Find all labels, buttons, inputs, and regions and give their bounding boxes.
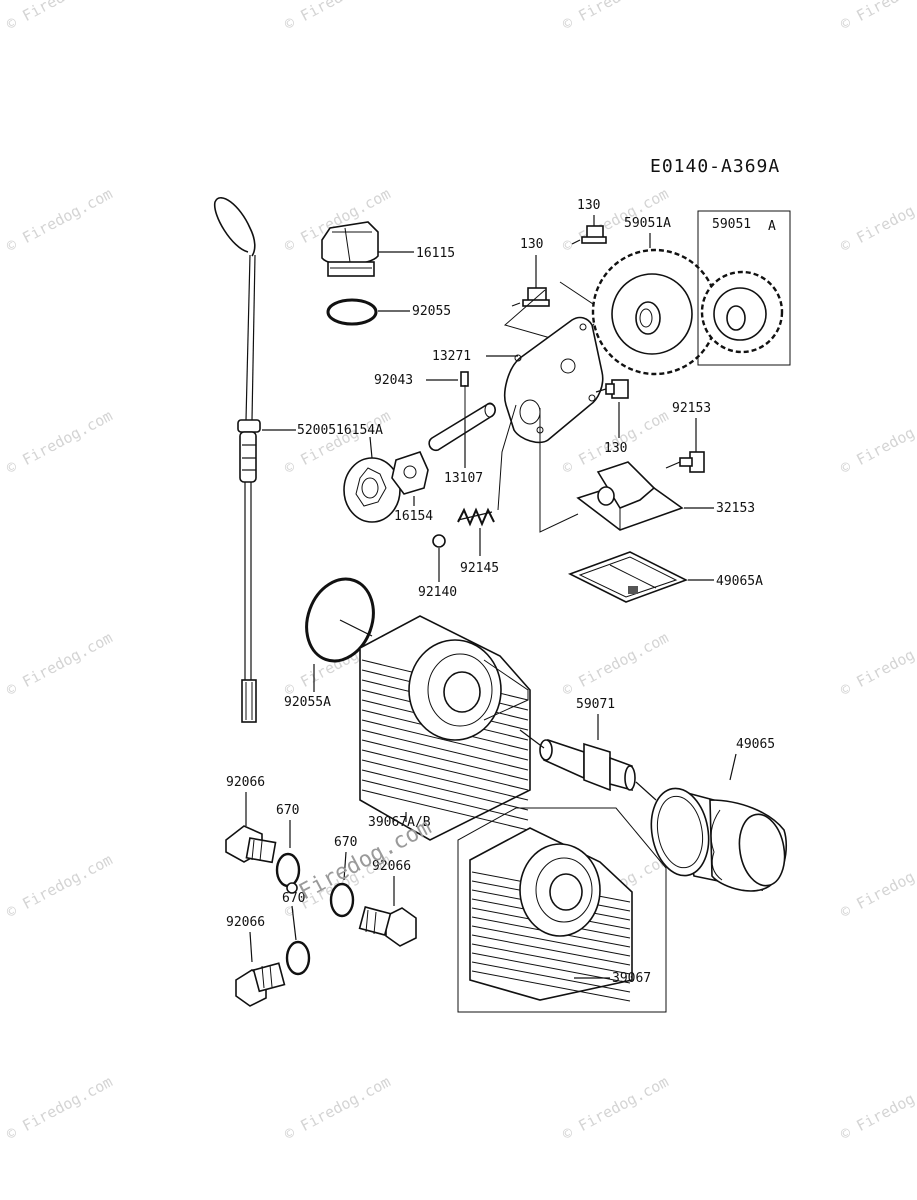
watermark-4-0: © Firedog.com <box>3 851 115 922</box>
pin-92043[interactable] <box>460 371 469 387</box>
fins-ab-fin-10 <box>361 759 529 801</box>
fins-ab-fin-13 <box>361 789 529 831</box>
label-92055: 92055 <box>412 304 451 319</box>
watermark-3-2: © Firedog.com <box>559 629 671 700</box>
cooler-39067-box <box>457 807 667 1013</box>
watermark-4-3: © Firedog.com <box>837 851 917 922</box>
watermark-0-3: © Firedog.com <box>837 0 917 34</box>
fins-ab-fin-12 <box>361 779 529 821</box>
fins-ab-fin-7 <box>361 729 529 771</box>
fins-ab-fin-11 <box>361 769 529 811</box>
label-32153: 32153 <box>716 501 755 516</box>
label-39067: 39067 <box>612 971 651 986</box>
watermark-2-3: © Firedog.com <box>837 407 917 478</box>
gear-59051[interactable] <box>700 270 784 354</box>
watermark-3-3: © Firedog.com <box>837 629 917 700</box>
label-670-a: 670 <box>276 803 299 818</box>
label-variant-a: A <box>768 219 776 234</box>
label-13107: 13107 <box>444 471 483 486</box>
fins-39067-fin-8 <box>471 943 631 975</box>
label-92145: 92145 <box>460 561 499 576</box>
watermark-5-3: © Firedog.com <box>837 1073 917 1144</box>
bolt-130-left[interactable] <box>511 287 550 307</box>
fins-39067-fin-7 <box>471 934 631 966</box>
label-92153: 92153 <box>672 401 711 416</box>
dipstick-52005[interactable] <box>214 196 261 723</box>
label-92043: 92043 <box>374 373 413 388</box>
watermark-3-0: © Firedog.com <box>3 629 115 700</box>
watermark-2-0: © Firedog.com <box>3 407 115 478</box>
label-130-left: 130 <box>520 237 543 252</box>
bolt-130-top[interactable] <box>571 225 607 245</box>
oil-cooler-39067AB[interactable] <box>359 615 531 841</box>
label-52005: 52005 <box>297 423 336 438</box>
alt-gear-box <box>697 210 791 366</box>
label-670-c: 670 <box>282 891 305 906</box>
bolt-92153[interactable] <box>665 451 705 473</box>
fins-ab-fin-6 <box>361 719 529 761</box>
pump-cover-13271[interactable] <box>504 316 604 444</box>
label-39067AB: 39067A/B <box>368 815 431 830</box>
label-59051: 59051 <box>712 217 751 232</box>
fins-39067-fin-6 <box>471 925 631 957</box>
ball-92140[interactable] <box>432 534 446 548</box>
label-92140: 92140 <box>418 585 457 600</box>
label-49065A: 49065A <box>716 574 763 589</box>
watermark-0-2: © Firedog.com <box>559 0 671 34</box>
gasket-49065A[interactable] <box>567 551 689 603</box>
watermark-overlay: Firedog.com <box>295 815 435 905</box>
watermark-5-2: © Firedog.com <box>559 1073 671 1144</box>
label-16154: 16154 <box>394 509 433 524</box>
fitting-59071[interactable] <box>539 738 636 792</box>
shaft-13107[interactable] <box>428 385 497 452</box>
fins-ab-fin-9 <box>361 749 529 791</box>
label-92066-mid: 92066 <box>372 859 411 874</box>
label-59051A: 59051A <box>624 216 671 231</box>
fins-ab-fin-8 <box>361 739 529 781</box>
label-670-b: 670 <box>334 835 357 850</box>
label-16154A: 16154A <box>336 423 383 438</box>
o-ring-670-b[interactable] <box>329 882 355 918</box>
label-13271: 13271 <box>432 349 471 364</box>
fins-39067-fin-10 <box>471 961 631 993</box>
drain-plug-92066-bottom[interactable] <box>235 962 286 1007</box>
oil-filler-cap-16115[interactable] <box>321 221 379 277</box>
label-130-lower: 130 <box>604 441 627 456</box>
label-49065: 49065 <box>736 737 775 752</box>
outer-rotor-16154A[interactable] <box>343 457 401 523</box>
watermark-0-1: © Firedog.com <box>281 0 393 34</box>
o-ring-670-a[interactable] <box>275 852 301 888</box>
oil-cooler-39067[interactable] <box>469 827 633 1002</box>
gear-59051A[interactable] <box>591 248 719 376</box>
drain-plug-92066-top[interactable] <box>225 825 277 864</box>
bolt-130-lower[interactable] <box>595 379 629 399</box>
label-92066-bottom: 92066 <box>226 915 265 930</box>
label-92066-top: 92066 <box>226 775 265 790</box>
watermark-0-0: © Firedog.com <box>3 0 115 34</box>
diagram-code: E0140-A369A <box>650 156 780 177</box>
watermark-5-0: © Firedog.com <box>3 1073 115 1144</box>
watermark-1-3: © Firedog.com <box>837 185 917 256</box>
label-59071: 59071 <box>576 697 615 712</box>
label-16115: 16115 <box>416 246 455 261</box>
o-ring-92055[interactable] <box>326 298 378 326</box>
drain-plug-92066-mid[interactable] <box>358 906 417 947</box>
label-92055A: 92055A <box>284 695 331 710</box>
inner-rotor-16154[interactable] <box>391 451 429 495</box>
watermark-5-1: © Firedog.com <box>281 1073 393 1144</box>
strainer-32153[interactable] <box>576 461 684 531</box>
label-130-top: 130 <box>577 198 600 213</box>
o-ring-670-c[interactable] <box>285 940 311 976</box>
oil-filter-49065[interactable] <box>645 784 790 892</box>
fins-39067-fin-11 <box>471 970 631 1002</box>
watermark-1-0: © Firedog.com <box>3 185 115 256</box>
spring-92145[interactable] <box>457 507 495 527</box>
